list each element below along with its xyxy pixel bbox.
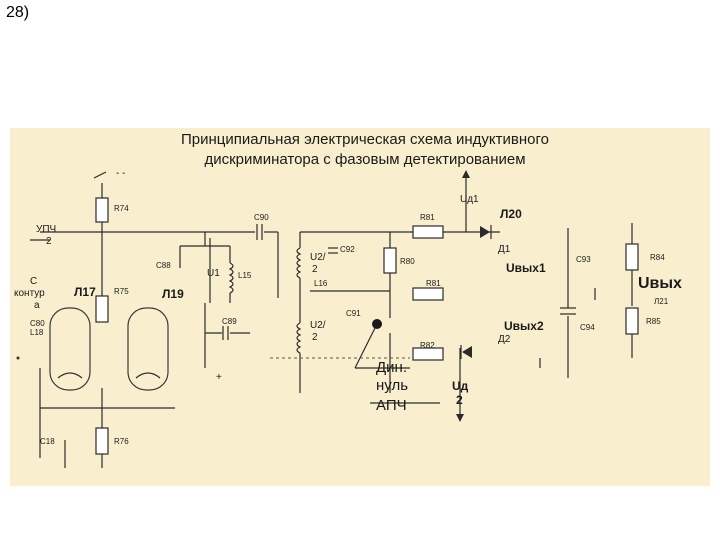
wiring <box>30 174 633 468</box>
tube-l17 <box>49 307 91 391</box>
tune-arrow <box>93 171 107 179</box>
capacitor-c92 <box>328 247 338 254</box>
schematic-panel: Принципиальная электрическая схема индук… <box>10 128 710 486</box>
resistor-r81-mid <box>412 287 444 301</box>
label-r84: R84 <box>650 253 665 262</box>
label-l16: L16 <box>314 279 328 288</box>
ud1-arrow <box>462 170 470 178</box>
label-r75: R75 <box>114 287 129 296</box>
tube-l17-cathode <box>57 372 83 379</box>
label-ud1: Uд1 <box>460 194 479 205</box>
resistor-r75 <box>95 295 109 323</box>
label-din-3: АПЧ <box>376 397 407 414</box>
diagram-title-line1: Принципиальная электрическая схема индук… <box>181 131 549 148</box>
label-c-kontur-2: контур <box>14 288 45 299</box>
label-r76: R76 <box>114 437 129 446</box>
label-l17: Л17 <box>74 285 96 299</box>
resistor-r84 <box>625 243 639 271</box>
label-uvyh1: Uвых1 <box>506 261 546 275</box>
label-c90: C90 <box>254 213 269 222</box>
label-l21: Л21 <box>654 297 669 306</box>
apch-node-dot <box>372 319 382 329</box>
resistor-r74 <box>95 197 109 223</box>
label-c94: C94 <box>580 323 595 332</box>
label-u2-bot: U2/ <box>310 320 326 331</box>
label-u1: U1 <box>207 268 220 279</box>
tune-marks: - - <box>116 168 125 179</box>
diagram-title-line2: дискриминатора с фазовым детектированием <box>204 151 525 168</box>
label-r82: R82 <box>420 341 435 350</box>
resistor-r85 <box>625 307 639 335</box>
label-l18: L18 <box>30 328 44 337</box>
resistor-r82 <box>412 347 444 361</box>
label-din-2: нуль <box>376 377 408 394</box>
capacitor-c93 <box>560 307 576 315</box>
label-r74: R74 <box>114 204 129 213</box>
circuit-diagram: Принципиальная электрическая схема индук… <box>14 131 682 468</box>
lamp-dot-left <box>16 356 20 360</box>
label-c80: C80 <box>30 319 45 328</box>
label-upch-num: 2 <box>46 236 52 247</box>
label-r81-mid: R81 <box>426 279 441 288</box>
label-c-kontur-1: С <box>30 276 37 287</box>
label-c-kontur-3: а <box>34 300 40 311</box>
label-u2-top-num: 2 <box>312 264 318 275</box>
label-ud2-num: 2 <box>456 393 463 407</box>
resistor-r80 <box>383 247 397 274</box>
label-l20: Л20 <box>500 207 522 221</box>
slide-number: 28) <box>6 4 30 21</box>
label-c92: C92 <box>340 245 355 254</box>
capacitor-c89 <box>222 326 229 340</box>
label-u2-top: U2/ <box>310 252 326 263</box>
label-c18: C18 <box>40 437 55 446</box>
label-upch: УПЧ <box>36 224 56 235</box>
label-din-1: Дин. <box>376 359 407 376</box>
label-c91: C91 <box>346 309 361 318</box>
label-l19: Л19 <box>162 287 184 301</box>
label-ud2: Uд <box>452 379 469 393</box>
label-u2-bot-num: 2 <box>312 332 318 343</box>
resistor-r76 <box>95 427 109 455</box>
label-c93: C93 <box>576 255 591 264</box>
label-r81-top: R81 <box>420 213 435 222</box>
ud2-arrow <box>456 414 464 422</box>
diode-d2 <box>460 345 472 359</box>
resistor-r81-top <box>412 225 444 239</box>
label-c88: C88 <box>156 261 171 270</box>
diode-d1 <box>480 225 492 239</box>
label-uvyh: Uвых <box>638 275 682 292</box>
coil-upper-secondary <box>296 247 302 279</box>
label-l15: L15 <box>238 271 252 280</box>
capacitor-c90 <box>256 224 263 240</box>
label-r80: R80 <box>400 257 415 266</box>
bottom-strip <box>0 486 720 540</box>
label-c89: C89 <box>222 317 237 326</box>
tube-l19-cathode <box>135 372 161 379</box>
label-d2: Д2 <box>498 334 511 345</box>
coil-lower-secondary <box>296 322 302 354</box>
label-plus: + <box>216 372 222 383</box>
label-uvyh2: Uвых2 <box>504 319 544 333</box>
label-d1: Д1 <box>498 244 511 255</box>
coil-l15 <box>228 262 234 294</box>
tube-l19 <box>127 307 169 391</box>
label-r85: R85 <box>646 317 661 326</box>
